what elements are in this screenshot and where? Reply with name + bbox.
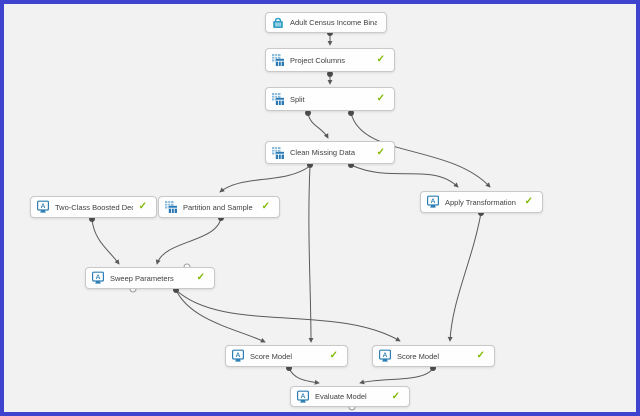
svg-text:A: A bbox=[96, 274, 101, 281]
module-label: Two-Class Boosted Decision T... bbox=[55, 202, 133, 212]
table-icon bbox=[271, 146, 285, 160]
status-check-icon: ✓ bbox=[261, 201, 270, 212]
table-icon bbox=[271, 92, 285, 106]
module-project-columns[interactable]: Project Columns ✓ bbox=[265, 48, 395, 72]
connection-score-model-right-to-evaluate-model[interactable] bbox=[359, 367, 434, 385]
module-split[interactable]: Split ✓ bbox=[265, 87, 395, 111]
module-label: Partition and Sample bbox=[183, 202, 253, 212]
connection-clean-missing-data-to-score-model-left[interactable] bbox=[308, 165, 314, 343]
module-partition-and-sample[interactable]: Partition and Sample ✓ bbox=[158, 196, 280, 218]
module-label: Score Model bbox=[250, 351, 293, 361]
svg-text:A: A bbox=[383, 352, 388, 359]
module-score-model-right[interactable]: A Score Model ✓ bbox=[372, 345, 495, 367]
module-evaluate-model[interactable]: A Evaluate Model ✓ bbox=[290, 386, 410, 407]
connection-clean-missing-data-to-apply-transformation[interactable] bbox=[350, 164, 459, 188]
table-icon bbox=[271, 53, 285, 67]
status-check-icon: ✓ bbox=[376, 54, 385, 65]
model-icon: A bbox=[378, 349, 392, 363]
module-apply-transformation[interactable]: A Apply Transformation ✓ bbox=[420, 191, 543, 213]
connection-sweep-parameters-to-score-model-right[interactable] bbox=[175, 289, 401, 342]
module-label: Clean Missing Data bbox=[290, 148, 356, 157]
status-check-icon: ✓ bbox=[138, 201, 147, 212]
module-score-model-left[interactable]: A Score Model ✓ bbox=[225, 345, 348, 367]
connection-apply-transformation-to-score-model-right[interactable] bbox=[447, 212, 482, 342]
connection-partition-and-sample-to-sweep-parameters[interactable] bbox=[155, 217, 222, 265]
module-two-class-boosted-decision-tree[interactable]: A Two-Class Boosted Decision T... ✓ bbox=[30, 196, 157, 218]
connected-port[interactable] bbox=[327, 71, 333, 77]
dataset-icon bbox=[271, 16, 285, 30]
status-check-icon: ✓ bbox=[376, 146, 385, 158]
connection-split-to-clean-missing-data[interactable] bbox=[307, 112, 329, 139]
model-icon: A bbox=[36, 200, 50, 214]
module-label: Adult Census Income Binary C... bbox=[290, 18, 377, 27]
svg-text:A: A bbox=[431, 198, 436, 205]
connection-two-class-boosted-decision-tree-to-sweep-parameters[interactable] bbox=[91, 218, 120, 265]
module-label: Split bbox=[290, 94, 305, 104]
module-sweep-parameters[interactable]: A Sweep Parameters ✓ bbox=[85, 267, 215, 289]
module-label: Evaluate Model bbox=[315, 392, 367, 401]
connection-score-model-left-to-evaluate-model[interactable] bbox=[288, 367, 320, 385]
module-clean-missing-data[interactable]: Clean Missing Data ✓ bbox=[265, 141, 395, 164]
connection-split-to-apply-transformation[interactable] bbox=[350, 112, 491, 188]
model-icon: A bbox=[91, 271, 105, 285]
svg-text:A: A bbox=[236, 352, 241, 359]
status-check-icon: ✓ bbox=[524, 196, 533, 207]
module-label: Sweep Parameters bbox=[110, 273, 174, 283]
status-check-icon: ✓ bbox=[376, 93, 385, 104]
status-check-icon: ✓ bbox=[196, 272, 205, 283]
connected-port[interactable] bbox=[305, 110, 311, 116]
connection-clean-missing-data-to-partition-and-sample[interactable] bbox=[219, 165, 311, 193]
connection-sweep-parameters-to-score-model-left[interactable] bbox=[175, 289, 266, 343]
status-check-icon: ✓ bbox=[329, 350, 338, 361]
svg-text:A: A bbox=[41, 203, 46, 210]
module-label: Project Columns bbox=[290, 55, 346, 65]
module-label: Score Model bbox=[397, 351, 440, 361]
status-check-icon: ✓ bbox=[391, 390, 400, 402]
connected-port[interactable] bbox=[348, 110, 354, 116]
svg-text:A: A bbox=[301, 393, 306, 400]
model-icon: A bbox=[426, 195, 440, 209]
model-icon: A bbox=[296, 390, 310, 404]
model-icon: A bbox=[231, 349, 245, 363]
module-label: Apply Transformation bbox=[445, 197, 516, 207]
table-icon bbox=[164, 200, 178, 214]
module-dataset[interactable]: Adult Census Income Binary C... bbox=[265, 12, 387, 33]
status-check-icon: ✓ bbox=[476, 350, 485, 361]
